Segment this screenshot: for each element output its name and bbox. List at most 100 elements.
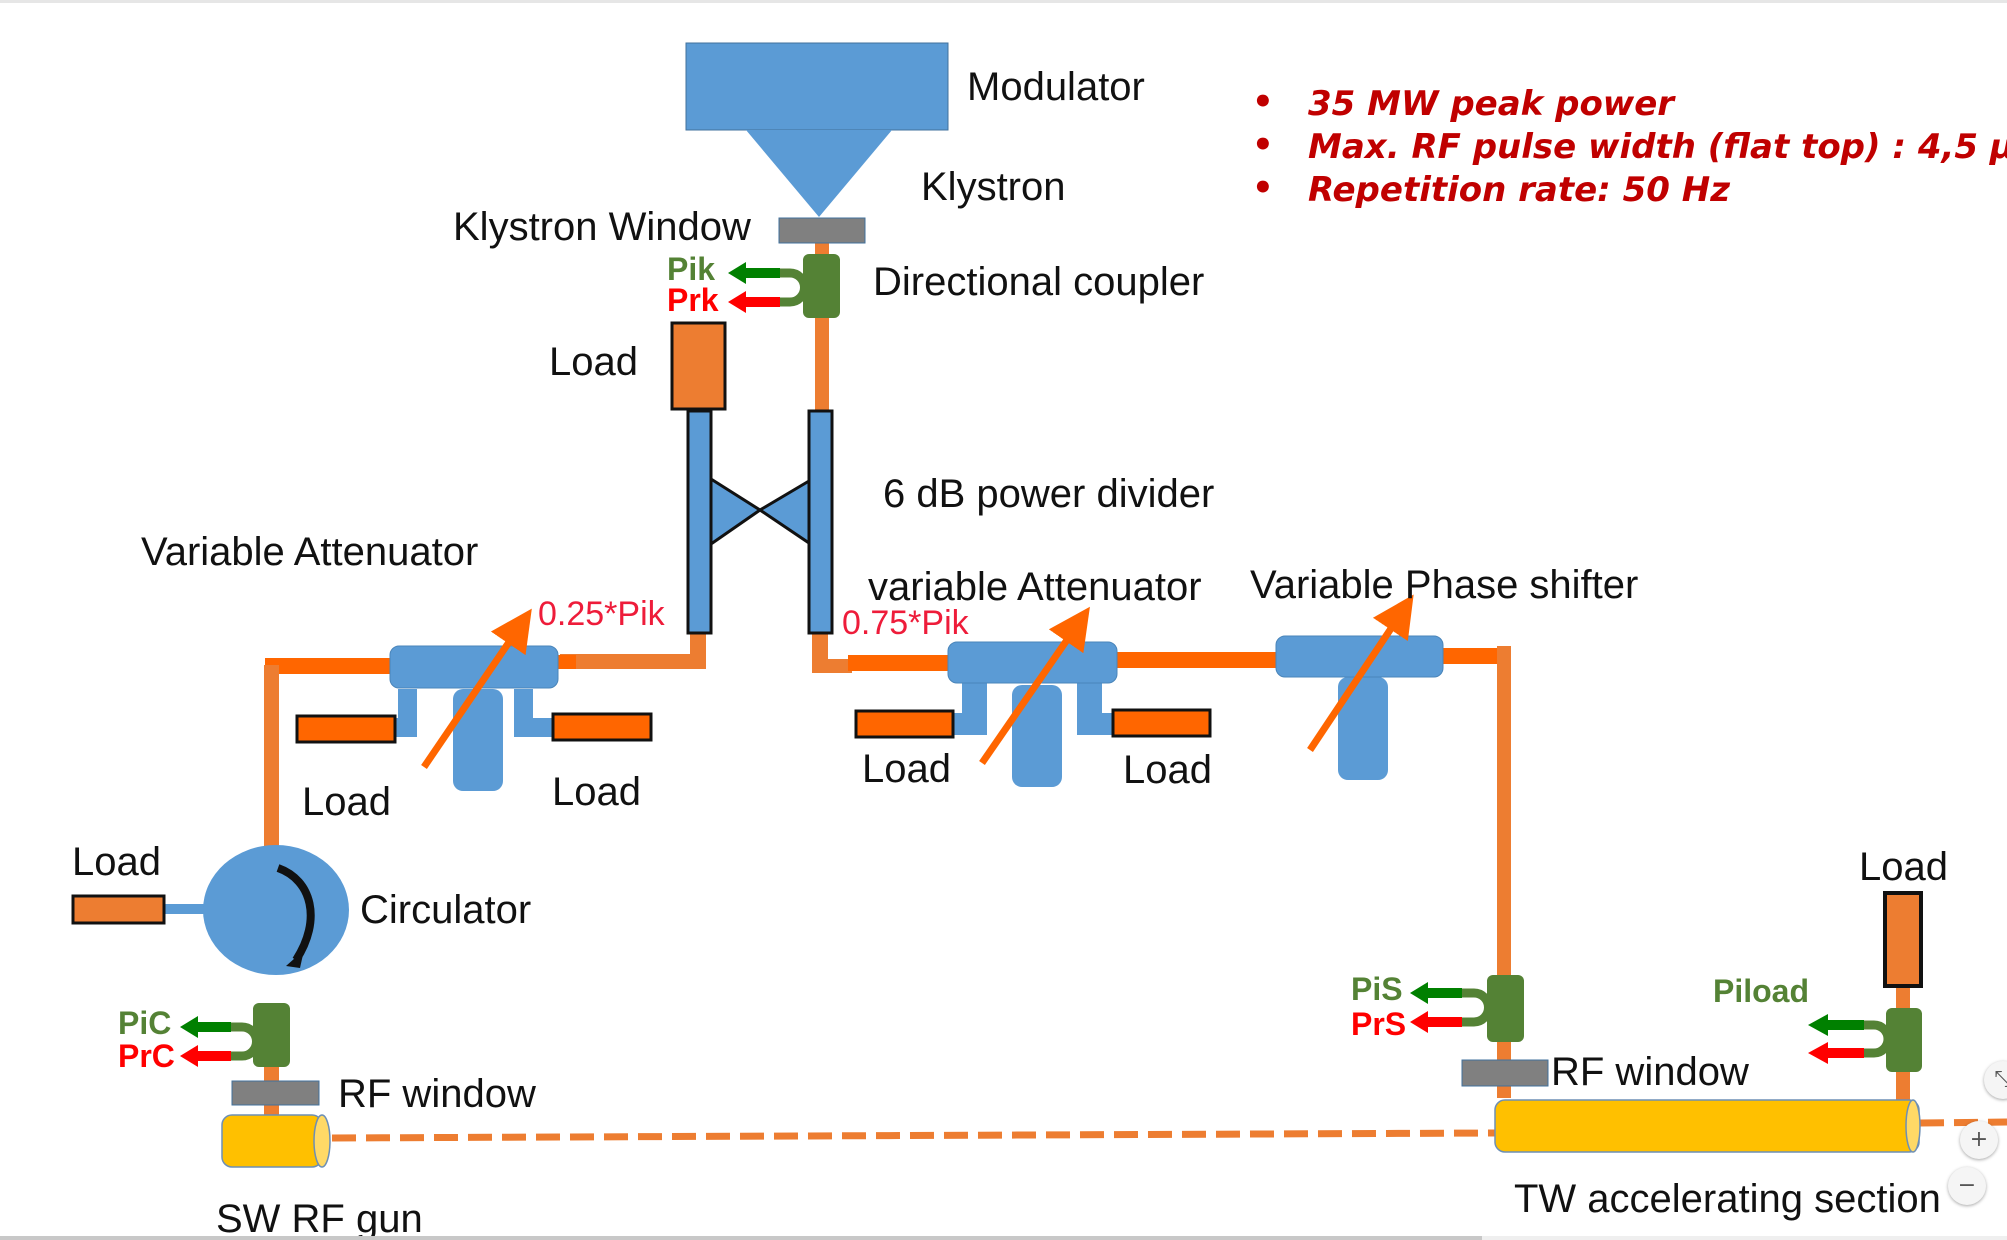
tw-section-body	[1494, 1099, 1920, 1153]
reflected-arrow-icon	[180, 1045, 231, 1067]
label-split-high: 0.75*Pik	[842, 604, 970, 642]
divider-right-arm	[807, 409, 834, 635]
klystron-shape[interactable]	[746, 130, 892, 217]
label-load: Load	[862, 747, 951, 791]
waveguide-right-horizontal-b	[848, 655, 950, 671]
tw-load[interactable]	[1883, 891, 1923, 988]
label-forward-load: Piload	[1713, 973, 1809, 1009]
spec-item: 35 MW peak power	[1308, 84, 1676, 124]
forward-arrow-icon	[728, 262, 780, 284]
divider-load[interactable]	[670, 321, 727, 411]
spec-bullet: •	[1252, 125, 1274, 165]
coupler-hook	[1862, 1020, 1893, 1058]
label-modulator: Modulator	[967, 65, 1145, 109]
reflected-arrow-icon	[728, 291, 780, 313]
attenuator-right-body[interactable]	[947, 641, 1118, 684]
attenuator-right-load-1[interactable]	[854, 709, 955, 739]
directional-coupler-klystron[interactable]	[803, 254, 840, 318]
waveguide-left-horizontal-a	[560, 654, 706, 669]
rotation-arrow-icon	[276, 864, 315, 963]
label-klystron: Klystron	[921, 165, 1066, 209]
tw-accelerating-section[interactable]	[1494, 1099, 1921, 1153]
directional-coupler-load[interactable]	[1886, 1008, 1922, 1072]
circulator[interactable]	[71, 845, 349, 975]
variable-attenuator-right[interactable]	[854, 606, 1212, 787]
rotation-arrowhead	[286, 950, 304, 968]
label-directional-coupler: Directional coupler	[873, 260, 1204, 304]
rf-window-gun[interactable]	[231, 1080, 320, 1106]
label-load-circulator: Load	[72, 840, 161, 884]
forward-arrow-icon	[1410, 982, 1462, 1004]
attenuator-left-connector-a-foot	[394, 718, 417, 737]
gun-body	[221, 1114, 323, 1168]
attenuator-right-stem	[1012, 685, 1062, 787]
forward-arrow-icon	[1808, 1014, 1864, 1036]
label-forward-section: PiS	[1351, 971, 1403, 1007]
attenuator-right-load-2[interactable]	[1111, 708, 1212, 738]
label-variable-attenuator-right: variable Attenuator	[868, 565, 1202, 609]
scrollbar-thumb[interactable]	[0, 1236, 1482, 1240]
label-tw-section: TW accelerating section	[1514, 1177, 1941, 1221]
reflected-arrow-icon	[1808, 1042, 1864, 1064]
coupler-hook	[778, 268, 809, 307]
directional-coupler-gun[interactable]	[253, 1003, 290, 1067]
coupler-hook	[230, 1022, 261, 1061]
coupler-hook	[1462, 988, 1493, 1027]
adjust-arrow-icon	[979, 606, 1090, 765]
waveguide-right-horizontal-c	[1115, 652, 1280, 668]
label-power-divider: 6 dB power divider	[883, 472, 1214, 516]
variable-attenuator-left[interactable]	[295, 608, 653, 791]
label-load-tw: Load	[1859, 845, 1948, 889]
attenuator-right-connector-a-foot	[950, 713, 987, 735]
specs-list: • 35 MW peak power • Max. RF pulse width…	[1252, 82, 2007, 210]
label-forward-klystron: Pik	[667, 251, 715, 287]
attenuator-right-connector-b-foot	[1077, 713, 1117, 735]
rf-window-tw[interactable]	[1461, 1059, 1549, 1087]
beam-line-dashed-exit	[1919, 1118, 2007, 1127]
zoom-in-button[interactable]: +	[1960, 1121, 1998, 1159]
klystron-window[interactable]	[778, 217, 866, 244]
divider-coupling-left	[709, 476, 763, 547]
waveguide-left-vertical	[264, 665, 279, 847]
modulator-block[interactable]	[685, 42, 949, 131]
directional-coupler-section[interactable]	[1487, 975, 1524, 1042]
variable-phase-shifter[interactable]	[1275, 594, 1444, 780]
label-load: Load	[302, 780, 391, 824]
label-load: Load	[1123, 748, 1212, 792]
label-forward-gun: PiC	[118, 1005, 171, 1041]
horizontal-scrollbar[interactable]	[0, 1236, 2007, 1240]
label-sw-rf-gun: SW RF gun	[216, 1197, 423, 1240]
klystron-coupler	[728, 254, 840, 318]
label-reflected-section: PrS	[1351, 1006, 1406, 1042]
spec-bullet: •	[1252, 82, 1274, 122]
label-split-low: 0.25*Pik	[538, 595, 666, 633]
attenuator-left-stem	[453, 689, 503, 791]
waveguide-right-horizontal-a	[812, 659, 852, 673]
spec-item: Repetition rate: 50 Hz	[1308, 170, 1730, 210]
divider-coupling-right	[757, 478, 811, 546]
circulator-load[interactable]	[71, 894, 166, 925]
waveguide-left-horizontal-b	[265, 658, 395, 674]
attenuator-left-load-1[interactable]	[295, 714, 397, 744]
label-circulator: Circulator	[360, 888, 531, 932]
fit-to-screen-button[interactable]: ⤡	[1984, 1061, 2007, 1099]
attenuator-left-body[interactable]	[389, 645, 559, 689]
label-klystron-window: Klystron Window	[453, 205, 751, 249]
gun-end-cap	[313, 1114, 331, 1168]
circulator-body[interactable]	[203, 845, 349, 975]
sw-rf-gun[interactable]	[221, 1114, 331, 1168]
tw-section-end-cap	[1905, 1099, 1921, 1153]
beam-line-dashed	[331, 1129, 1496, 1142]
circulator-load-arm	[164, 904, 206, 914]
label-variable-phase-shifter: Variable Phase shifter	[1250, 563, 1638, 607]
label-load: Load	[552, 770, 641, 814]
label-reflected-gun: PrC	[118, 1038, 175, 1074]
waveguide-right-horizontal-d	[1440, 648, 1502, 664]
spec-item: Max. RF pulse width (flat top) : 4,5 μs	[1308, 127, 2007, 167]
power-divider[interactable]	[670, 321, 834, 635]
attenuator-left-load-2[interactable]	[551, 712, 653, 742]
top-border	[0, 0, 2007, 3]
zoom-out-button[interactable]: −	[1948, 1167, 1986, 1205]
gun-coupler	[180, 1003, 290, 1067]
